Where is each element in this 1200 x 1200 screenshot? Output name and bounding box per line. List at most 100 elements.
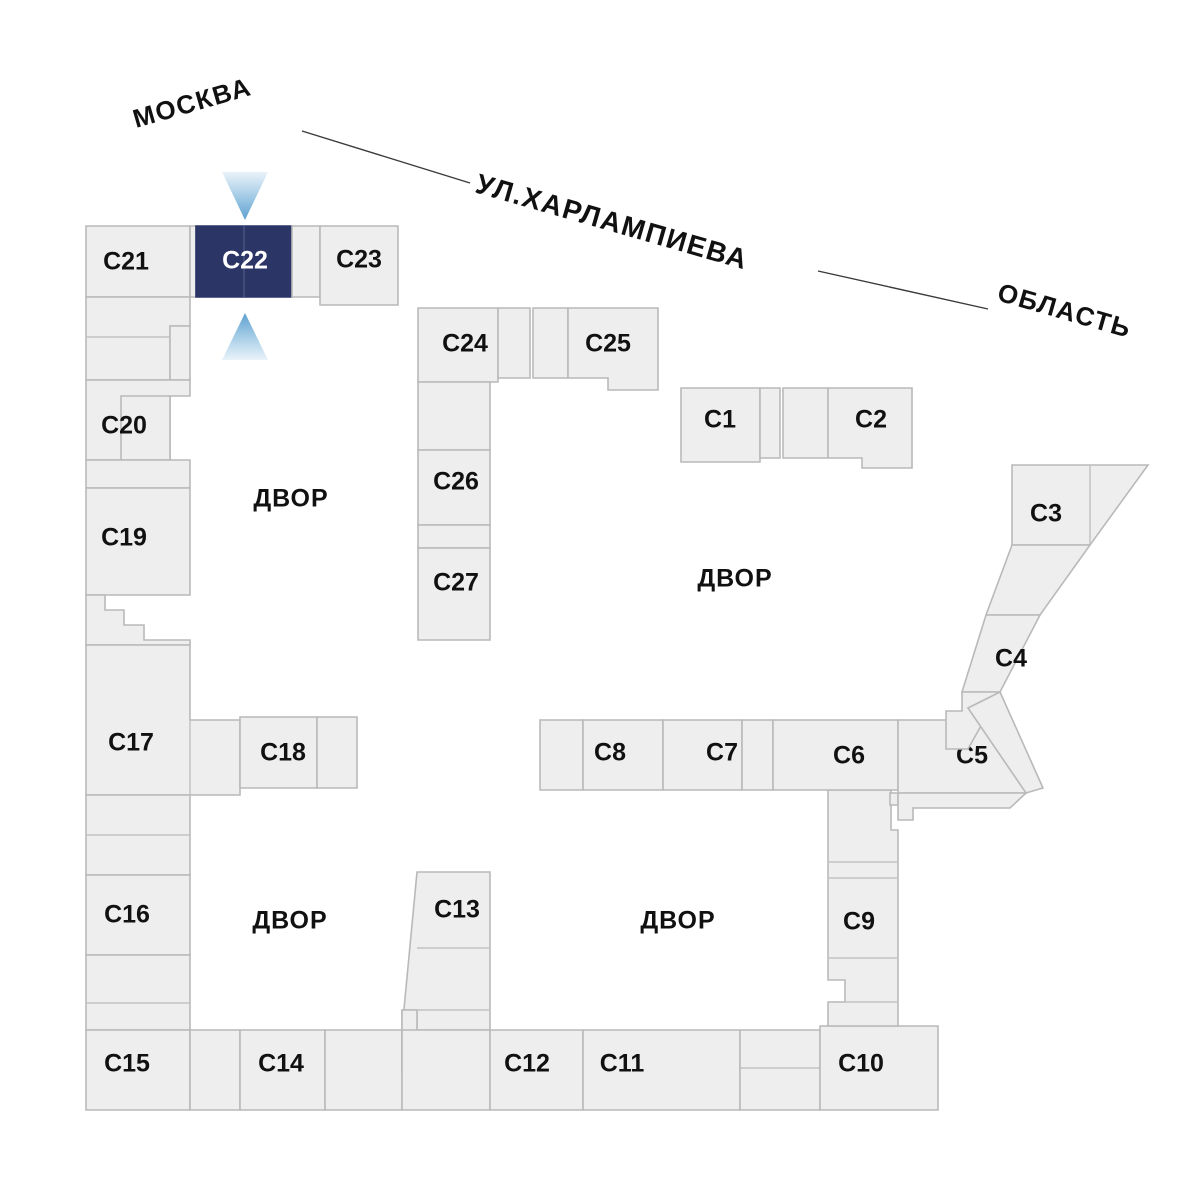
section-C8-gap-left[interactable]: [539, 719, 584, 791]
section-C19-label: C19: [101, 524, 147, 552]
section-C18[interactable]: C18: [239, 716, 358, 789]
stepped-shape[interactable]: [85, 594, 191, 646]
section-C20[interactable]: C20: [85, 379, 191, 489]
section-C24-C25-gap-a[interactable]: [497, 307, 531, 379]
section-C25-label: C25: [585, 330, 631, 358]
section-west-strip-a[interactable]: [85, 296, 191, 381]
section-C12-left-gap[interactable]: [401, 1029, 491, 1111]
west-stepped-transition[interactable]: [85, 594, 191, 646]
section-C1-shape[interactable]: [680, 387, 761, 463]
section-C1-label: C1: [704, 406, 736, 434]
section-C17[interactable]: C17: [85, 644, 241, 796]
section-C24-label: C24: [442, 330, 488, 358]
section-C25-shape[interactable]: [567, 307, 659, 391]
section-C14-label: C14: [258, 1050, 304, 1078]
section-C16[interactable]: C16: [85, 874, 191, 956]
east-angled-band-shape[interactable]: [966, 690, 1045, 794]
section-C21-label: C21: [103, 248, 149, 276]
section-C1[interactable]: C1: [680, 387, 761, 463]
section-C24-C25-gap-b[interactable]: [532, 307, 569, 379]
section-C2[interactable]: C2: [827, 387, 913, 469]
section-C27-label: C27: [433, 569, 479, 597]
section-C17-shape[interactable]: [85, 644, 241, 796]
section-C8-label: C8: [594, 739, 626, 767]
section-C11-gap[interactable]: [739, 1029, 821, 1111]
section-C1-C2-gap[interactable]: [759, 387, 829, 459]
section-C3-C4-link-shape[interactable]: [984, 544, 1092, 616]
west-strip-c-shape[interactable]: [85, 954, 191, 1031]
arrow-down-icon: [222, 172, 268, 220]
section-C6[interactable]: C6: [772, 719, 899, 791]
section-C26-label: C26: [433, 468, 479, 496]
section-C26[interactable]: C26: [417, 381, 491, 526]
section-C18-gap[interactable]: [316, 716, 358, 789]
section-C14[interactable]: C14: [239, 1029, 403, 1111]
street-labels: МОСКВА УЛ.ХАРЛАМПИЕВА ОБЛАСТЬ: [129, 71, 1135, 343]
section-C22[interactable]: C22: [189, 225, 293, 298]
section-C16-label: C16: [104, 901, 150, 929]
section-C12-label: C12: [504, 1050, 550, 1078]
section-C20-lower-strip[interactable]: [85, 459, 191, 489]
section-west-strip-b[interactable]: [85, 794, 191, 876]
section-C23-gap[interactable]: [291, 225, 321, 298]
section-C22-label: C22: [222, 247, 268, 275]
section-C1-C2-gap-b[interactable]: [782, 387, 829, 459]
section-C24[interactable]: C24: [417, 307, 499, 383]
leader-line-right: [817, 270, 989, 310]
section-C18-label: C18: [260, 739, 306, 767]
section-C15[interactable]: C15: [85, 1029, 241, 1111]
street-leader-lines: [301, 130, 989, 310]
section-C23[interactable]: C23: [291, 225, 399, 306]
section-C19-shape[interactable]: [85, 487, 191, 596]
street-name-label: УЛ.ХАРЛАМПИЕВА: [472, 168, 751, 275]
leader-line-left: [301, 130, 471, 184]
section-C13-label: C13: [434, 896, 480, 924]
section-C13[interactable]: C13: [401, 871, 491, 1073]
section-C1-C2-gap-a[interactable]: [759, 387, 781, 459]
section-C2-shape[interactable]: [827, 387, 913, 469]
west-strip-a-inset[interactable]: [169, 325, 191, 381]
section-C27-shape[interactable]: [417, 547, 491, 641]
section-C3-C4-link[interactable]: [984, 544, 1092, 616]
section-C21[interactable]: C21: [85, 225, 191, 298]
east-angled-band[interactable]: [966, 690, 1045, 794]
section-C15-label: C15: [104, 1050, 150, 1078]
section-C11[interactable]: C11: [582, 1029, 821, 1111]
section-C9-label: C9: [843, 908, 875, 936]
section-C23-label: C23: [336, 246, 382, 274]
section-C26-upper-strip[interactable]: [417, 381, 491, 451]
section-C3[interactable]: C3: [1011, 464, 1150, 546]
arrow-up-icon: [222, 313, 268, 360]
section-C17-label: C17: [108, 729, 154, 757]
section-C15-gap[interactable]: [189, 1029, 241, 1111]
section-C9-shape[interactable]: [827, 789, 899, 1027]
yard-labels: ДВОР ДВОР ДВОР ДВОР: [252, 485, 772, 935]
yard-label-north-east: ДВОР: [697, 565, 772, 593]
section-C4[interactable]: C4: [960, 614, 1042, 693]
section-C7-label: C7: [706, 739, 738, 767]
section-C27-upper-strip[interactable]: [417, 524, 491, 549]
section-C6-label: C6: [833, 742, 865, 770]
section-C22-gap-left[interactable]: [189, 225, 197, 298]
section-C23-shape[interactable]: [319, 225, 399, 306]
section-C10[interactable]: C10: [819, 1025, 939, 1111]
section-C19[interactable]: C19: [85, 487, 191, 596]
section-C11-label: C11: [600, 1050, 645, 1078]
section-C24-C25-gap[interactable]: [497, 307, 569, 379]
section-C8[interactable]: C8: [539, 719, 664, 791]
section-C12[interactable]: C12: [401, 1029, 584, 1111]
section-C7[interactable]: C7: [662, 719, 774, 791]
section-C6-shape[interactable]: [772, 719, 899, 791]
section-C9[interactable]: C9: [827, 789, 899, 1027]
section-C4-label: C4: [995, 645, 1027, 673]
section-C14-gap[interactable]: [324, 1029, 403, 1111]
section-C7-gap[interactable]: [741, 719, 774, 791]
section-C25[interactable]: C25: [567, 307, 659, 391]
section-west-strip-c[interactable]: [85, 954, 191, 1031]
section-C27[interactable]: C27: [417, 524, 491, 641]
direction-label-moscow: МОСКВА: [129, 71, 254, 133]
section-C5-notch[interactable]: [897, 792, 1029, 821]
section-C24-shape[interactable]: [417, 307, 499, 383]
